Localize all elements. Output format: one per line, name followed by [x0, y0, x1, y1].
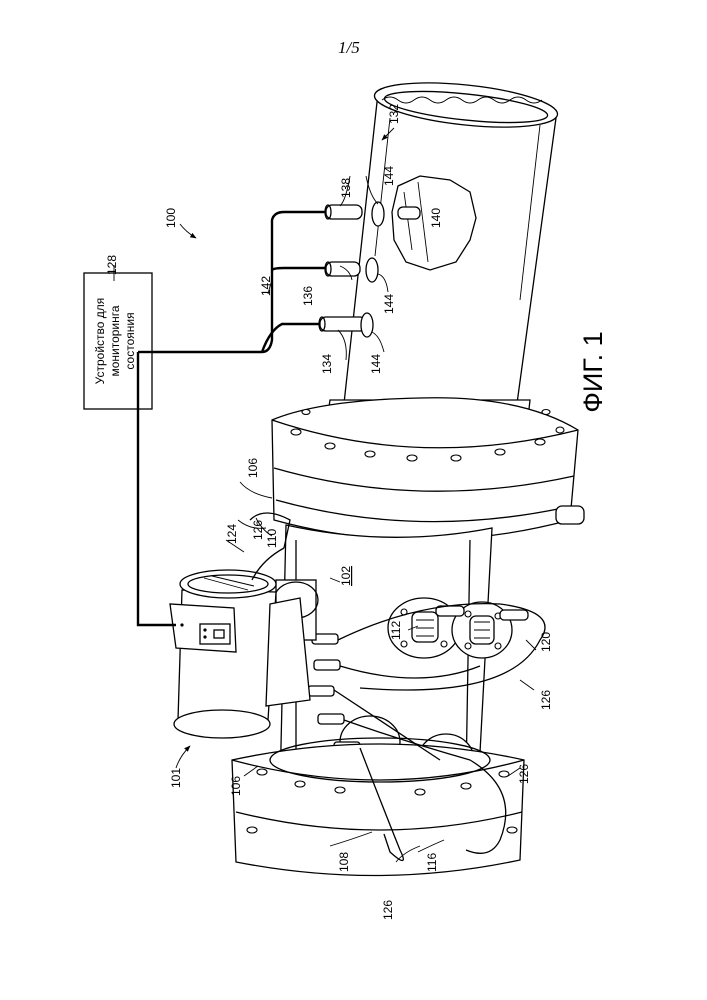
monitoring-device-line1: Устройство для: [93, 298, 107, 385]
label-102: 102: [339, 566, 353, 586]
label-144-bottom: 144: [369, 354, 383, 374]
label-126-right: 126: [539, 690, 553, 710]
label-106-left: 106: [229, 776, 243, 796]
left-flange: [232, 738, 524, 876]
label-144-mid: 144: [382, 294, 396, 314]
monitoring-device-line2: мониторинга: [108, 305, 122, 376]
label-126-top: 126: [251, 520, 265, 540]
label-142: 142: [259, 276, 273, 296]
label-110: 110: [265, 529, 279, 548]
label-116: 116: [425, 853, 439, 872]
label-136: 136: [301, 286, 315, 306]
label-128: 128: [105, 255, 119, 275]
label-100: 100: [164, 208, 178, 228]
label-132: 132: [387, 104, 401, 124]
label-101: 101: [169, 768, 183, 788]
label-108: 108: [337, 852, 351, 872]
label-126-bottom: 126: [381, 900, 395, 920]
label-120: 120: [539, 632, 553, 652]
label-144-top: 144: [382, 166, 396, 186]
label-126-lower-right: 126: [517, 764, 531, 784]
label-138: 138: [339, 178, 353, 198]
label-112: 112: [389, 621, 403, 640]
label-106-right: 106: [246, 458, 260, 478]
label-134: 134: [320, 354, 334, 374]
right-flange: [272, 398, 584, 540]
label-124: 124: [225, 524, 239, 544]
figure-caption: ФИГ. 1: [578, 331, 608, 412]
monitoring-device-line3: состояния: [123, 312, 137, 369]
monitoring-device-box: Устройство для мониторинга состояния: [84, 273, 152, 409]
label-140: 140: [429, 208, 443, 228]
